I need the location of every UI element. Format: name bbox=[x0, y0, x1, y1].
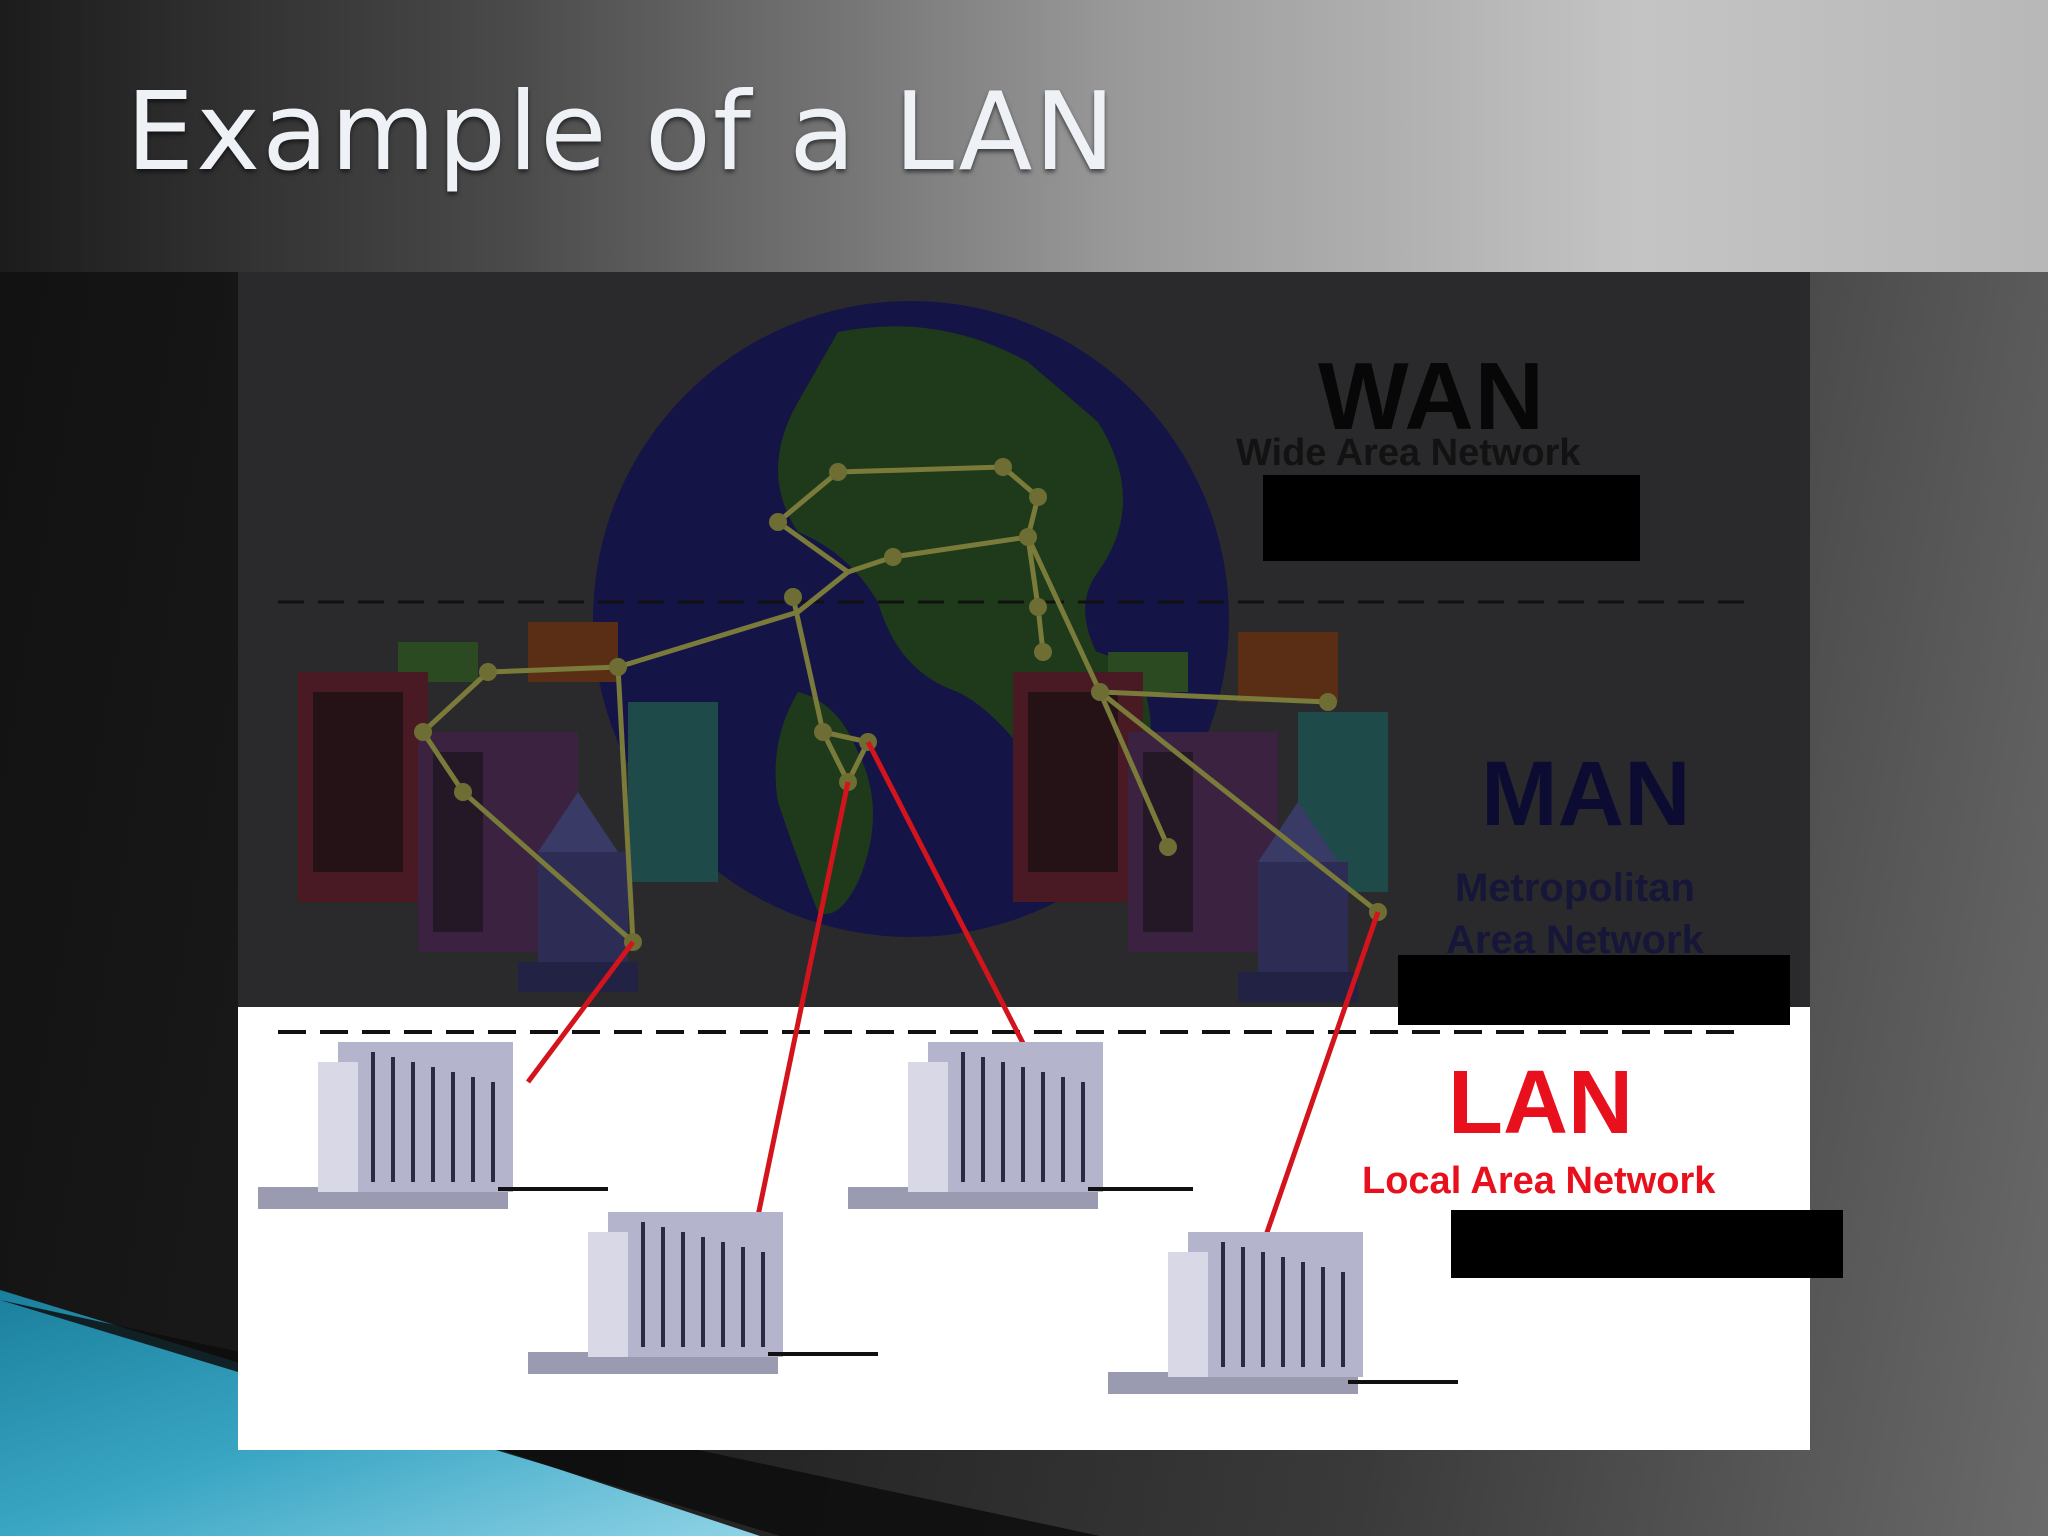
redaction-box-wan bbox=[1263, 475, 1640, 561]
title-band bbox=[0, 0, 2048, 272]
redaction-box-man bbox=[1398, 955, 1790, 1025]
wan-title: WAN bbox=[1318, 343, 1545, 450]
wan-subtitle: Wide Area Network bbox=[1236, 432, 1581, 474]
diagram-graphic bbox=[258, 301, 1748, 1394]
lan-title: LAN bbox=[1448, 1053, 1633, 1153]
man-subtitle-line1: Metropolitan bbox=[1454, 866, 1695, 910]
man-subtitle-line2: Area Network bbox=[1446, 918, 1704, 962]
lan-building-2 bbox=[848, 1042, 1193, 1209]
redaction-box-lan bbox=[1451, 1210, 1843, 1278]
lan-links bbox=[526, 740, 1381, 1245]
lan-subtitle: Local Area Network bbox=[1362, 1160, 1716, 1202]
lan-building-4 bbox=[1108, 1232, 1458, 1394]
lan-building-1 bbox=[258, 1042, 608, 1209]
man-buildings-right bbox=[1013, 632, 1388, 1002]
man-buildings-left bbox=[298, 622, 718, 992]
lan-building-3 bbox=[528, 1212, 878, 1374]
network-nodes bbox=[414, 458, 1387, 951]
man-title: MAN bbox=[1481, 743, 1691, 845]
slide-title: Example of a LAN bbox=[126, 70, 1118, 195]
